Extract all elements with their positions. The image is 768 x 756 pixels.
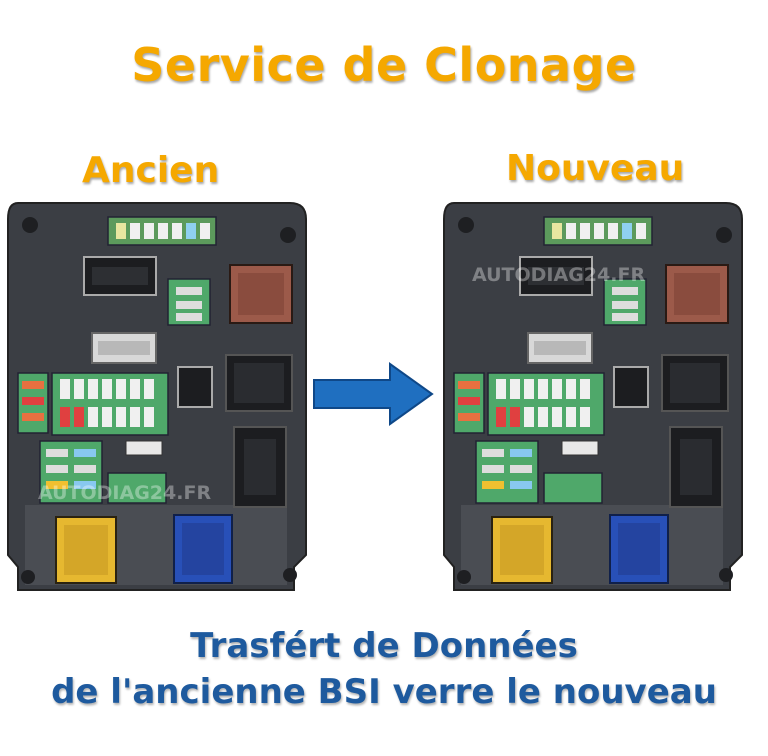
fuse-block-lower bbox=[39, 440, 103, 504]
black-relay bbox=[177, 366, 213, 408]
old-bsi-module-image: AUTODIAG24.FR bbox=[7, 202, 307, 591]
white-connector bbox=[527, 332, 593, 364]
fuse-block-left bbox=[453, 372, 485, 434]
brown-connector bbox=[229, 264, 293, 324]
black-connector-right bbox=[225, 354, 293, 412]
white-connector bbox=[91, 332, 157, 364]
black-connector-tall bbox=[669, 426, 723, 508]
fuse-strip-top bbox=[543, 216, 653, 246]
caption-line-2: de l'ancienne BSI verre le nouveau bbox=[51, 672, 717, 712]
black-connector-top bbox=[519, 256, 593, 296]
fuse-block-left bbox=[17, 372, 49, 434]
black-connector-right bbox=[661, 354, 729, 412]
black-connector-tall bbox=[233, 426, 287, 508]
watermark-new: AUTODIAG24.FR bbox=[472, 264, 645, 286]
new-module-label: Nouveau bbox=[506, 148, 685, 189]
yellow-connector bbox=[491, 516, 553, 584]
blue-connector bbox=[609, 514, 669, 584]
fuse-grid-main bbox=[51, 372, 169, 436]
shunt-label bbox=[125, 440, 163, 456]
fuse-strip-top bbox=[107, 216, 217, 246]
fuse-grid-main bbox=[487, 372, 605, 436]
black-relay bbox=[613, 366, 649, 408]
watermark-old: AUTODIAG24.FR bbox=[38, 482, 211, 504]
old-module-label: Ancien bbox=[82, 150, 220, 191]
caption-line-1: Trasfért de Données bbox=[190, 626, 578, 666]
blue-connector bbox=[173, 514, 233, 584]
page-title: Service de Clonage bbox=[131, 38, 637, 92]
yellow-connector bbox=[55, 516, 117, 584]
brown-connector bbox=[665, 264, 729, 324]
fuse-block-right bbox=[603, 278, 647, 326]
black-connector-top bbox=[83, 256, 157, 296]
transfer-arrow-icon bbox=[313, 362, 434, 426]
fuse-block-right bbox=[167, 278, 211, 326]
fuse-block-lower bbox=[475, 440, 539, 504]
green-connector-lower bbox=[107, 472, 167, 504]
shunt-label bbox=[561, 440, 599, 456]
green-connector-lower bbox=[543, 472, 603, 504]
new-bsi-module-image: AUTODIAG24.FR bbox=[443, 202, 743, 591]
